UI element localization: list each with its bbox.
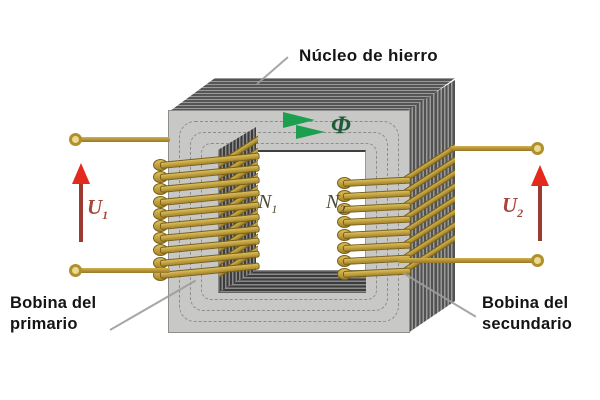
primary-caption: Bobina del primario <box>10 294 97 333</box>
secondary-bottom-terminal <box>531 254 544 267</box>
secondary-bottom-wire <box>398 258 536 263</box>
flux-arrow-icon <box>296 125 325 139</box>
u1-arrow-stem <box>79 182 83 242</box>
primary-top-wire <box>76 137 170 142</box>
secondary-top-wire <box>450 146 536 151</box>
flux-symbol: Φ <box>331 112 351 139</box>
secondary-turns-label: N2 <box>326 191 346 216</box>
primary-bottom-terminal <box>69 264 82 277</box>
secondary-coil-back-turns <box>404 118 455 298</box>
core-window-floor <box>218 270 366 293</box>
u2-arrow-stem <box>538 184 542 241</box>
flux-arrow-icon <box>283 112 315 128</box>
secondary-top-terminal <box>531 142 544 155</box>
secondary-caption: Bobina del secundario <box>482 294 573 333</box>
u1-arrow-up-icon <box>72 163 90 184</box>
primary-bottom-wire <box>76 268 170 273</box>
primary-turns-label: N1 <box>258 191 278 216</box>
primary-voltage-label: U1 <box>87 195 109 223</box>
u2-arrow-up-icon <box>531 165 549 186</box>
core-top-face <box>170 78 455 111</box>
secondary-voltage-label: U2 <box>502 193 524 221</box>
core-caption: Núcleo de hierro <box>299 46 438 65</box>
primary-top-terminal <box>69 133 82 146</box>
